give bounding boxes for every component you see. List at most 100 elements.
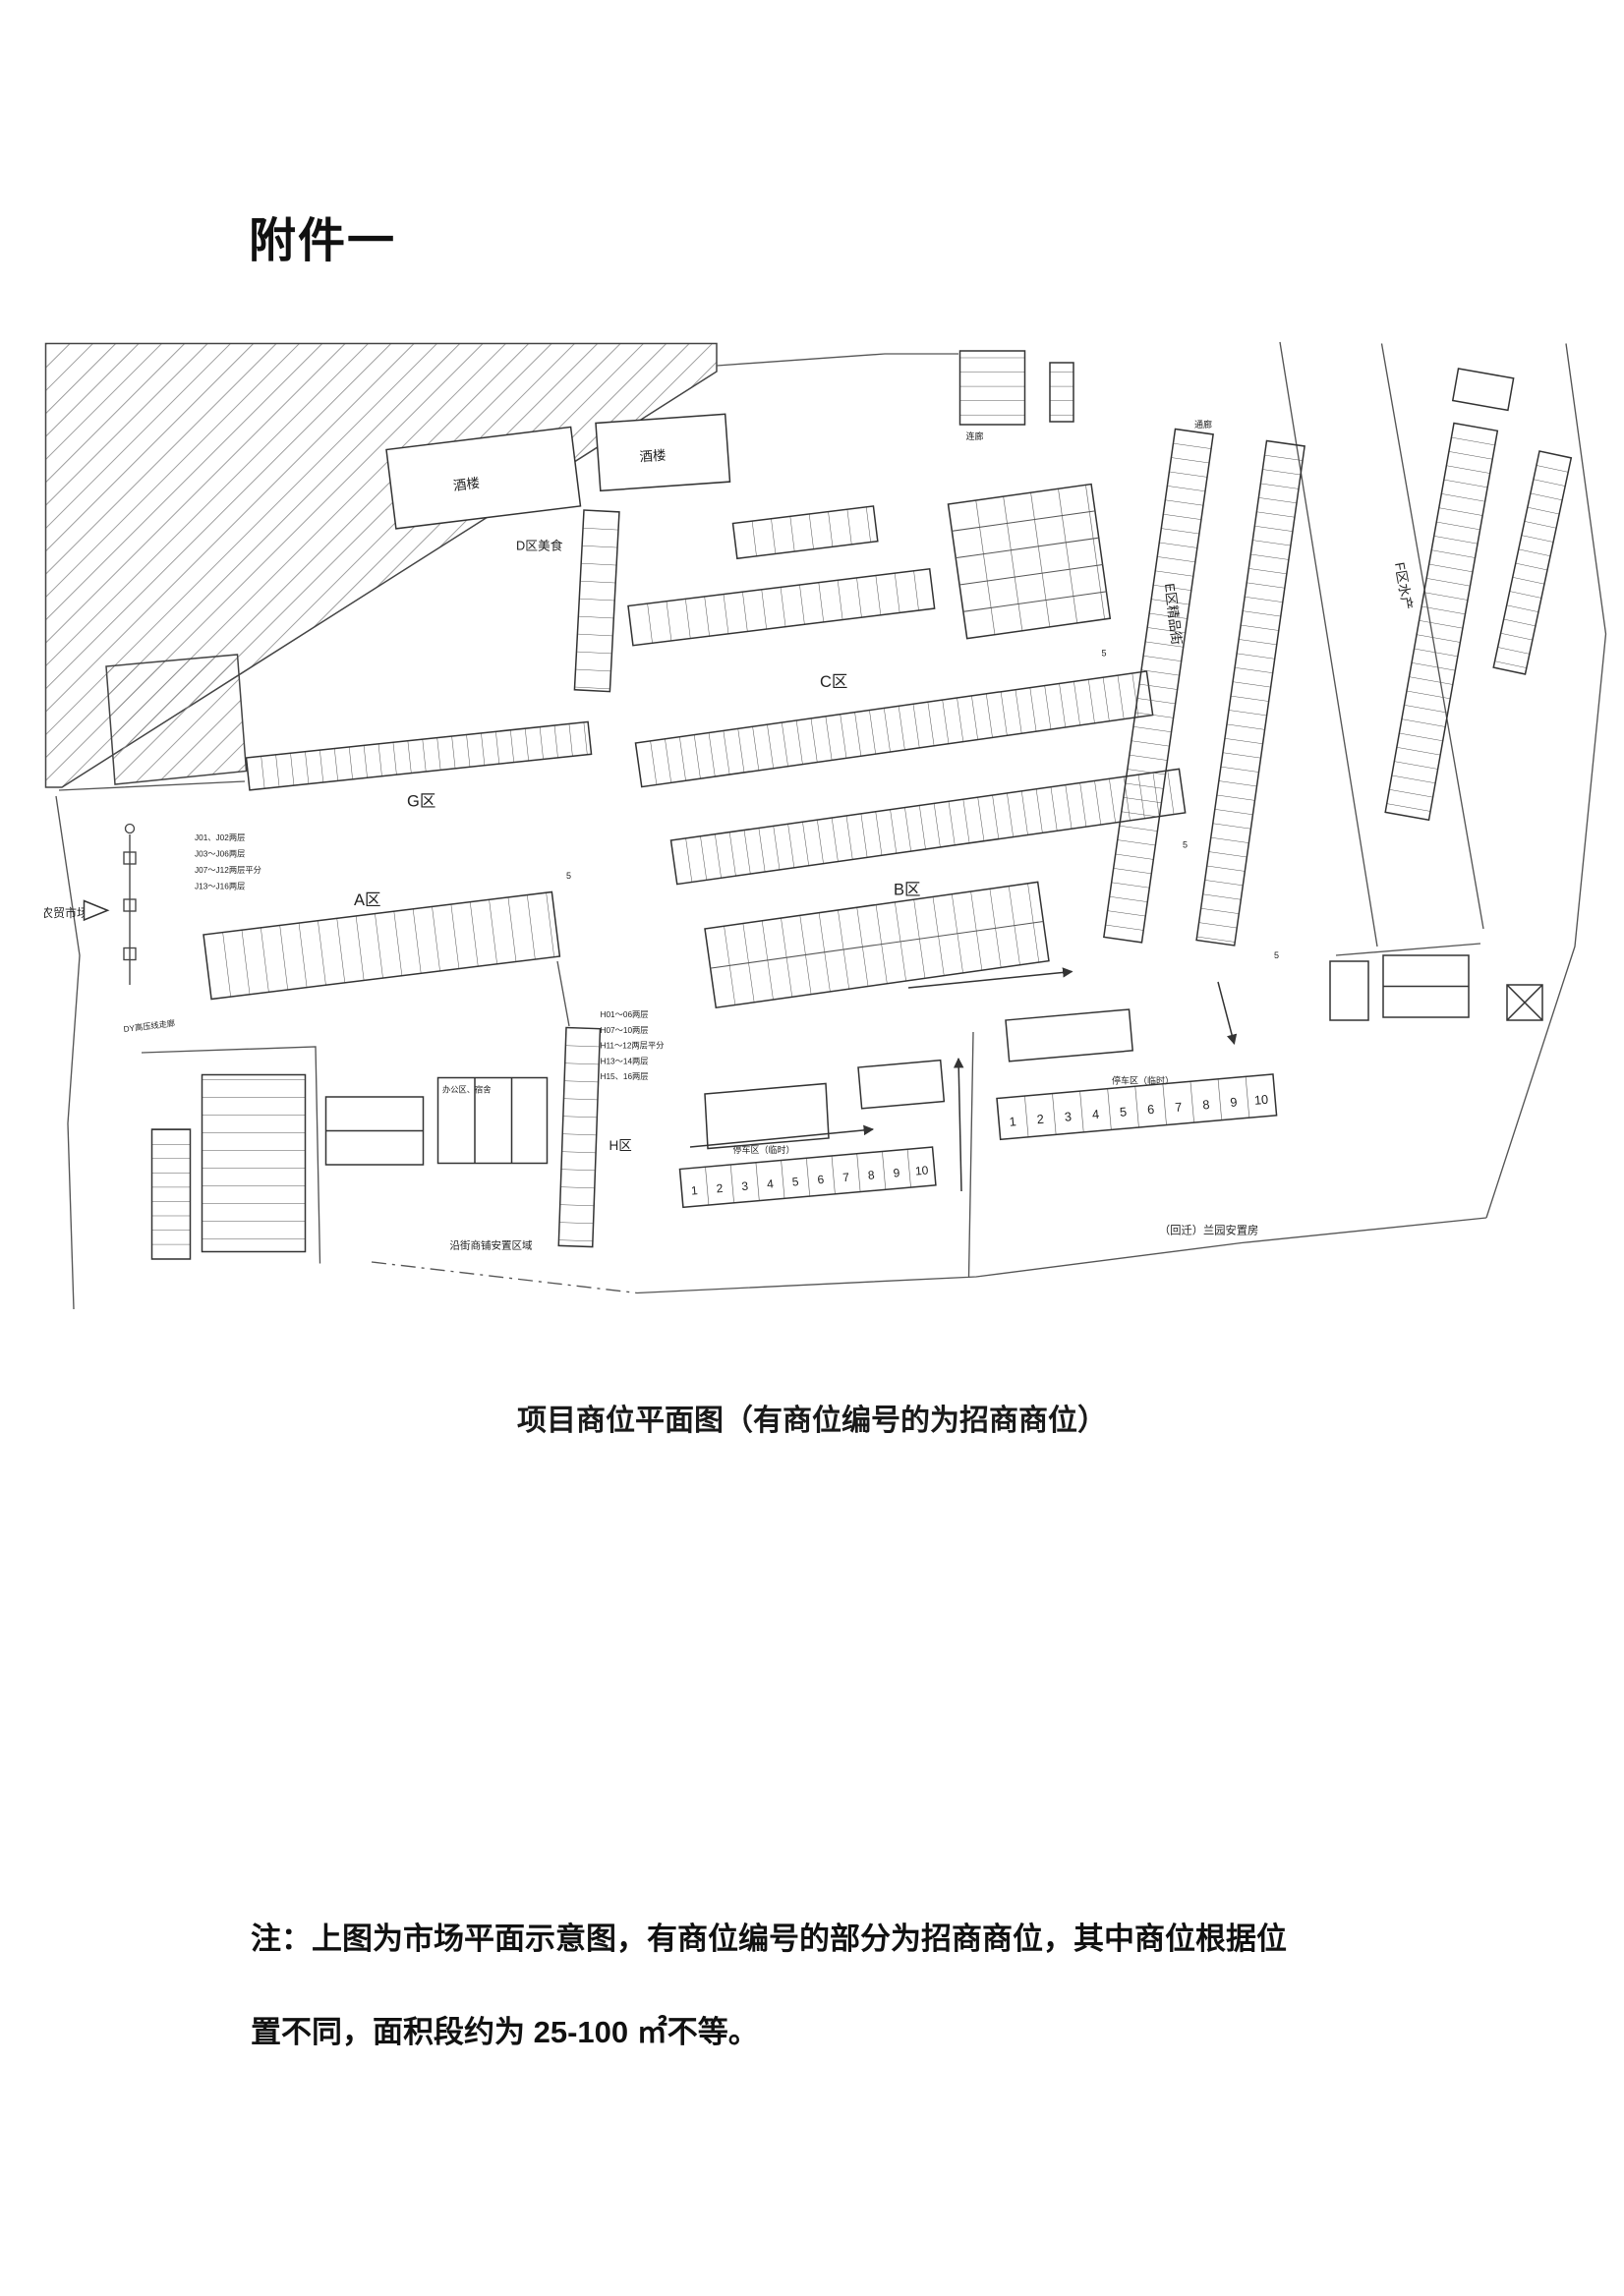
zone-h-label: H区 xyxy=(609,1138,632,1153)
zone-f-stalls-2 xyxy=(1492,450,1573,675)
zone-c-stalls-row1 xyxy=(634,670,1154,788)
site-plan: G区 农贸市场 J01、J02两层 J03～J06两层 J07～J12两层平分 … xyxy=(44,339,1607,1312)
boundary-dashed-line xyxy=(371,1261,638,1294)
corridor-ladder-1 xyxy=(958,350,1026,426)
parking-right-1: 1 xyxy=(1009,1114,1016,1129)
zone-c-row-1 xyxy=(634,670,1154,788)
zone-f-stalls xyxy=(1384,422,1499,822)
arrow-east-2 xyxy=(907,967,1073,989)
parking-left-7: 7 xyxy=(842,1171,850,1185)
zone-d-column xyxy=(573,509,620,693)
parking-right-10: 10 xyxy=(1253,1092,1268,1108)
zone-e-stalls-col2 xyxy=(1195,439,1305,947)
restaurant-2-label: 酒楼 xyxy=(639,448,667,465)
parking-right-6: 6 xyxy=(1146,1102,1154,1118)
parking-grid-west-1 xyxy=(201,1073,307,1253)
parking-left-numbers: 1 2 3 4 5 6 7 8 9 10 xyxy=(690,1163,929,1197)
arrow-north-1 xyxy=(953,1057,964,1192)
zone-g-row xyxy=(245,720,593,791)
small-building-5 xyxy=(1005,1008,1133,1062)
dim-mark-3: 5 xyxy=(1183,840,1188,850)
zone-a-row xyxy=(203,890,561,1001)
zone-g-stalls xyxy=(245,720,593,791)
zone-d-row-1 xyxy=(627,568,936,647)
small-building-4 xyxy=(857,1059,946,1110)
parking-right-label: 停车区（临时） xyxy=(1112,1075,1174,1086)
crossed-box-outline xyxy=(1506,984,1543,1021)
crossed-box-x xyxy=(1506,984,1543,1021)
entry-arrow-icon xyxy=(83,899,110,922)
office-label: 办公区、宿舍 xyxy=(442,1085,492,1095)
h-note-4: H13～14两层 xyxy=(601,1057,649,1065)
site-plan-drawing: G区 农贸市场 J01、J02两层 J03～J06两层 J07～J12两层平分 … xyxy=(44,341,1607,1310)
corridor-ladder-2 xyxy=(1049,362,1074,423)
page-title: 附件一 xyxy=(249,215,397,267)
parking-left-4: 4 xyxy=(767,1177,775,1191)
restaurant-1-outline xyxy=(385,426,582,530)
gallery-label: 通廊 xyxy=(1194,419,1212,430)
parking-row-right: 1 2 3 4 5 6 7 8 9 10 xyxy=(996,1073,1278,1141)
zone-d-stalls-row2 xyxy=(731,505,879,560)
power-corridor-label: DY高压线走廊 xyxy=(123,1018,176,1034)
zone-f-column xyxy=(1384,422,1499,822)
parking-right-7: 7 xyxy=(1175,1099,1183,1115)
dim-mark-1: 5 xyxy=(566,871,571,881)
parking-right-3: 3 xyxy=(1064,1109,1072,1124)
parking-left-8: 8 xyxy=(867,1168,875,1182)
small-building-3 xyxy=(704,1082,830,1150)
parking-grid-west-2 xyxy=(150,1128,192,1260)
arrow-south-1 xyxy=(1217,981,1238,1046)
zone-f-column-2 xyxy=(1492,450,1573,675)
parking-left-label: 停车区（临时） xyxy=(733,1144,795,1155)
corridor-label: 连廊 xyxy=(966,430,984,441)
zone-h-column xyxy=(557,1026,602,1248)
arrow-east-1 xyxy=(689,1124,875,1148)
parking-left-6: 6 xyxy=(817,1173,825,1187)
zone-d-stalls-row1 xyxy=(627,568,936,647)
parking-right-cells xyxy=(996,1073,1278,1141)
parking-right-9: 9 xyxy=(1230,1094,1238,1110)
j-note-3: J07～J12两层平分 xyxy=(195,866,261,875)
h-note-1: H01～06两层 xyxy=(601,1010,649,1019)
small-building-1 xyxy=(1329,960,1369,1021)
dimension-marks: 5 5 5 5 xyxy=(566,649,1279,961)
zone-b-label: B区 xyxy=(894,882,921,899)
plan-caption: 项目商位平面图（有商位编号的为招商商位） xyxy=(517,1405,1107,1437)
dim-mark-4: 5 xyxy=(1274,950,1279,960)
dim-mark-2: 5 xyxy=(1102,649,1107,659)
restaurant-1-label: 酒楼 xyxy=(452,476,481,493)
restaurant-2-outline xyxy=(595,413,731,492)
stall-grid-block xyxy=(947,483,1112,640)
zone-h-stalls xyxy=(557,1026,602,1248)
zone-a-stalls xyxy=(203,890,561,1001)
j-note-2: J03～J06两层 xyxy=(195,850,245,859)
note-block: 注：上图为市场平面示意图，有商位编号的部分为招商商位，其中商位根据位 置不同，面… xyxy=(251,1892,1430,2079)
crossed-box xyxy=(1506,984,1543,1021)
note-line-1: 注：上图为市场平面示意图，有商位编号的部分为招商商位，其中商位根据位 xyxy=(251,1922,1287,1956)
zone-c-stalls-row2 xyxy=(669,768,1187,886)
parking-left-5: 5 xyxy=(791,1175,799,1189)
h-note-3: H11～12两层平分 xyxy=(601,1042,665,1051)
parking-right-5: 5 xyxy=(1119,1104,1127,1119)
parking-left-10: 10 xyxy=(914,1163,929,1177)
restaurant-building-1: 酒楼 xyxy=(385,426,582,530)
j-note-1: J01、J02两层 xyxy=(195,833,245,842)
stall-grid-lines xyxy=(952,510,1107,612)
zone-a-label: A区 xyxy=(354,891,381,909)
zone-e-column-2 xyxy=(1195,439,1305,947)
parking-right-8: 8 xyxy=(1202,1097,1210,1113)
traffic-arrows xyxy=(689,967,1238,1192)
zone-f-label: F区水产 xyxy=(1392,561,1415,611)
parking-left-1: 1 xyxy=(690,1183,698,1198)
zone-f-top-outline xyxy=(1451,368,1515,412)
parking-left-2: 2 xyxy=(716,1181,724,1196)
small-building-5-outline xyxy=(1005,1008,1133,1062)
zone-e-column-1 xyxy=(1103,428,1214,944)
misc-structures xyxy=(704,954,1470,1150)
zone-d-label: D区美食 xyxy=(516,539,563,553)
hatched-area-small xyxy=(105,654,248,785)
zone-e-stalls-col1 xyxy=(1103,428,1214,944)
parking-right-numbers: 1 2 3 4 5 6 7 8 9 10 xyxy=(1009,1092,1269,1129)
zone-b-block xyxy=(704,881,1050,1009)
restaurant-building-2: 酒楼 xyxy=(595,413,731,492)
